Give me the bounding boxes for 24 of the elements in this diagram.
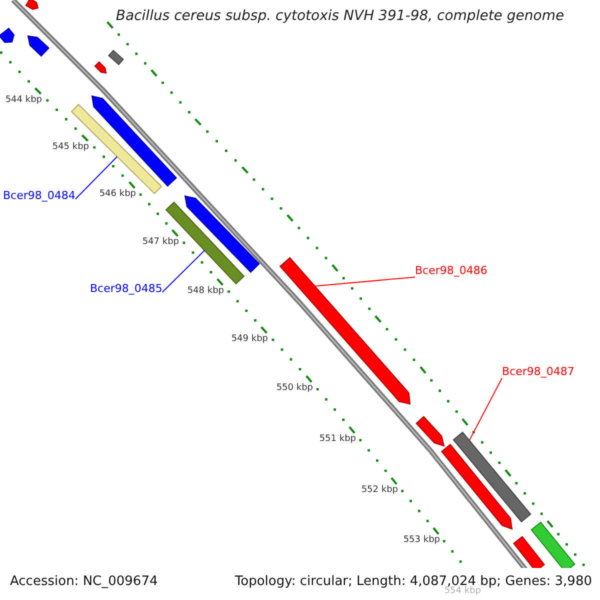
scale-label: 547 kbp [142, 238, 179, 248]
leader-line [314, 276, 416, 287]
scale-label: 551 kbp [319, 435, 356, 445]
scale-label: 549 kbp [231, 335, 268, 345]
gene-label: Bcer98_0487 [502, 366, 574, 378]
scale-label: 552 kbp [361, 486, 398, 496]
title: Bacillus cereus subsp. cytotoxis NVH 391-98, complete genome [116, 8, 564, 24]
scale-label: 548 kbp [187, 287, 224, 297]
scale-label: 545 kbp [52, 143, 89, 153]
gene-label: Bcer98_0484 [3, 190, 76, 202]
gene-bar [279, 257, 411, 405]
gene-label: Bcer98_0486 [415, 265, 488, 278]
scale-label: 554 kbp [444, 587, 481, 597]
leader-line [162, 250, 205, 293]
scale-label: 550 kbp [276, 384, 313, 394]
gene-label: Bcer98_0485 [90, 283, 162, 296]
gene-bar [165, 202, 245, 284]
gene-bar [452, 432, 532, 522]
scale-label: 544 kbp [5, 96, 42, 106]
scale-label: 553 kbp [403, 536, 440, 546]
leader-line [74, 156, 118, 200]
scale-label: 546 kbp [99, 190, 136, 200]
footer-text: Accession: NC_009674 [10, 575, 158, 590]
leader-line [468, 378, 502, 441]
